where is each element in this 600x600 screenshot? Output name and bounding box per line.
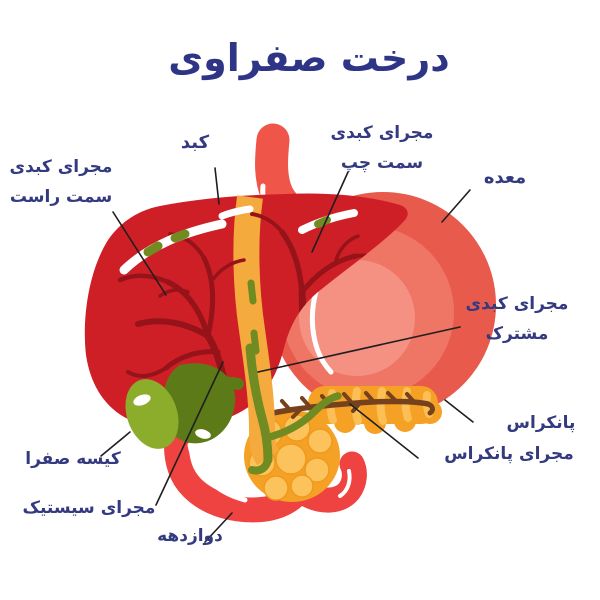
- leader-common-hepatic: [257, 326, 461, 373]
- leader-gallbladder: [100, 431, 131, 457]
- label-left-hepatic-duct: مجرای کبدی سمت چپ: [328, 123, 436, 184]
- label-stomach: معده: [483, 167, 527, 188]
- label-pancreatic-duct: مجرای پانکراس: [444, 444, 574, 464]
- label-common-hepatic-duct: مجرای کبدی مشترک: [456, 294, 578, 355]
- label-left-hepatic-line1: مجرای کبدی: [330, 123, 434, 143]
- label-gallbladder: کیسه صفرا: [25, 449, 121, 469]
- label-pancreas: پانکراس: [506, 413, 576, 433]
- label-right-hepatic-line2: سمت راست: [9, 187, 113, 208]
- leader-left-hepatic: [311, 171, 349, 253]
- gallbladder-shape: [125, 363, 236, 449]
- label-right-hepatic-duct: مجرای کبدی سمت راست: [4, 157, 118, 218]
- label-duodenum: دوازدهه: [157, 526, 223, 546]
- label-right-hepatic-line1: مجرای کبدی: [9, 157, 113, 177]
- label-liver: کبد: [180, 132, 210, 153]
- leader-duodenum: [204, 512, 233, 543]
- label-cystic-duct: مجرای سیستیک: [22, 498, 156, 518]
- leader-cystic-duct: [155, 361, 224, 506]
- leader-pancreatic-duct: [349, 403, 419, 459]
- pancreatic-duct-shape: [265, 391, 435, 419]
- leader-liver: [214, 167, 220, 205]
- leader-stomach: [441, 189, 471, 223]
- page-title: درخت صفراوی: [168, 36, 450, 80]
- label-left-hepatic-line2: سمت چپ: [340, 153, 424, 174]
- leader-right-hepatic: [112, 211, 167, 296]
- label-common-hepatic-line1: مجرای کبدی: [465, 294, 569, 314]
- leader-pancreas: [444, 399, 474, 423]
- label-common-hepatic-line2: مشترک: [485, 324, 549, 345]
- leader-lines: [100, 167, 474, 543]
